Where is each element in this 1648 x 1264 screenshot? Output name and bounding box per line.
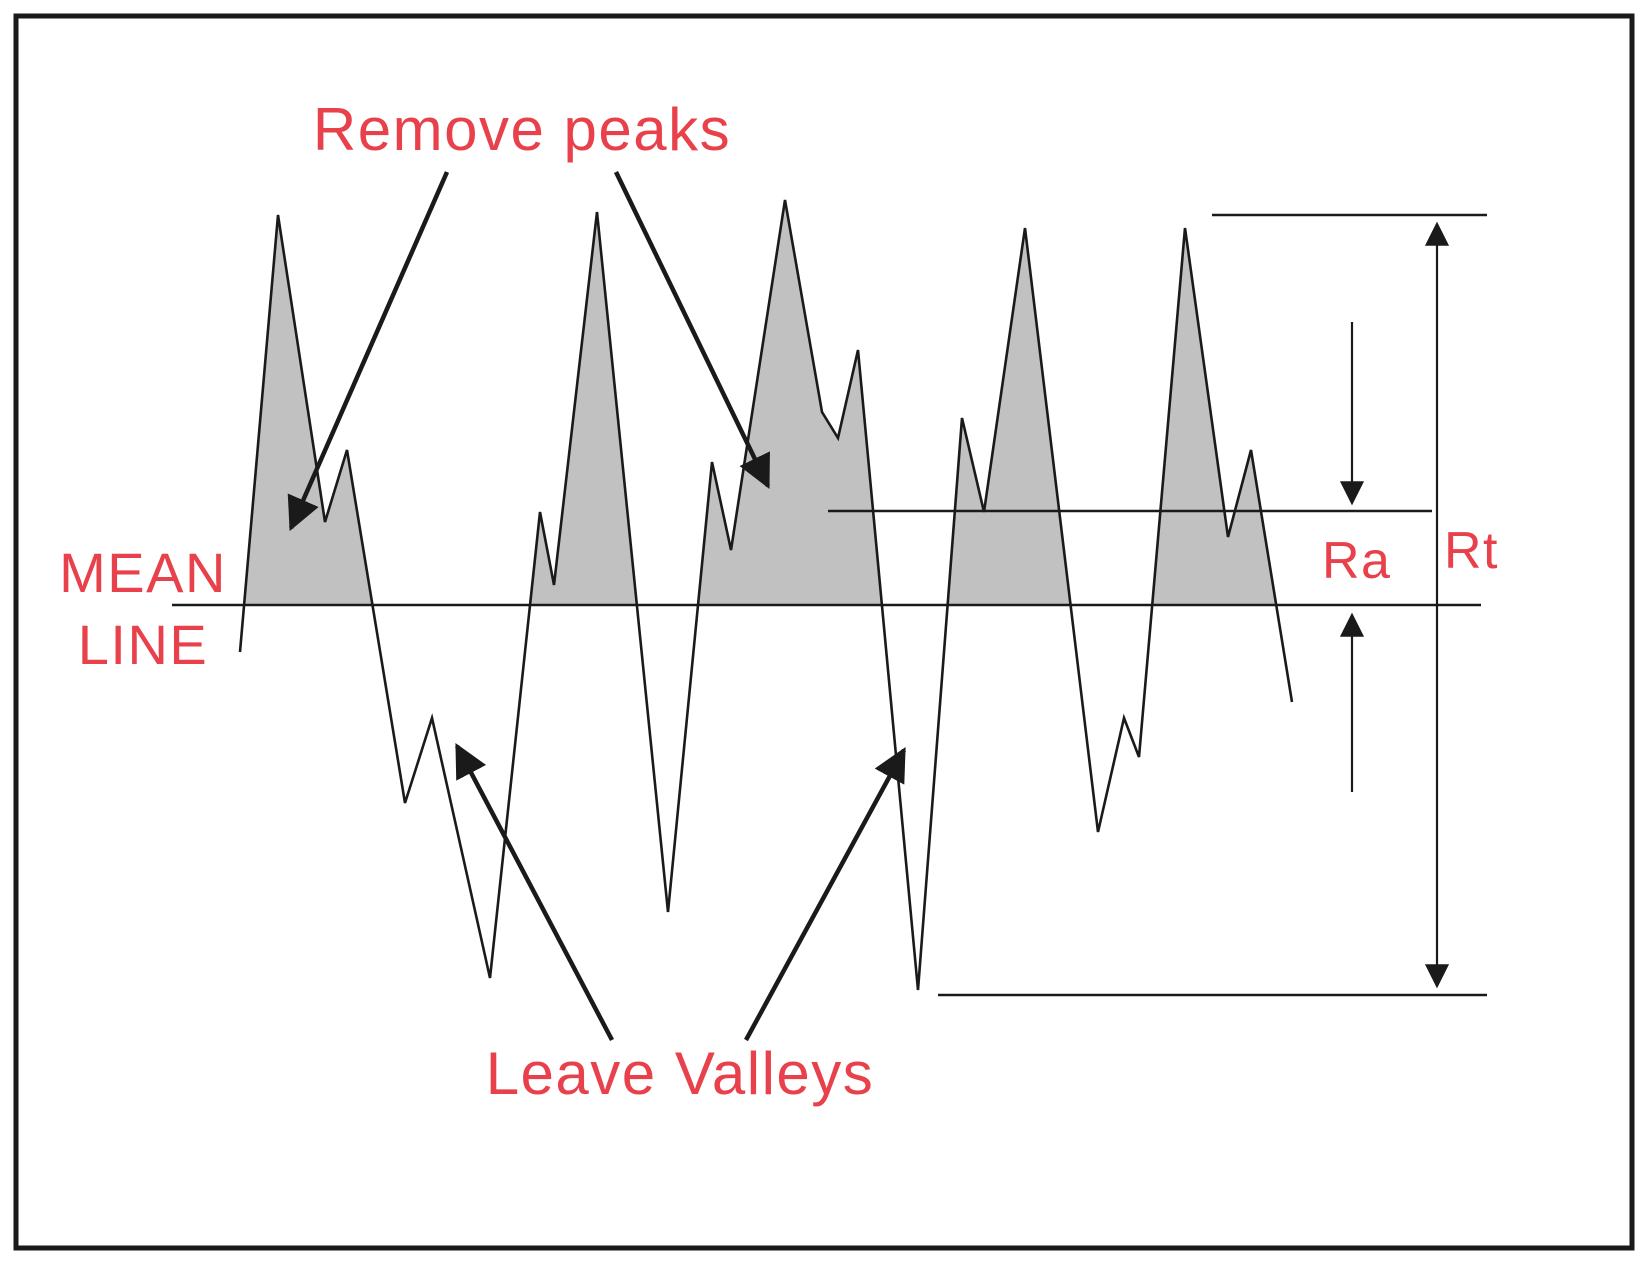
ra-label: Ra — [1322, 532, 1391, 590]
remove-peaks-label: Remove peaks — [313, 96, 731, 163]
mean-line-label-word2: LINE — [78, 613, 209, 676]
mean-line-label-word1: MEAN — [59, 541, 227, 604]
remove-peaks-arrow-right — [613, 171, 771, 490]
leave-valleys-label: Leave Valleys — [486, 1040, 875, 1107]
leave-valleys-arrow-left — [455, 743, 614, 1042]
surface-profile-trace — [238, 199, 1294, 991]
rt-label: Rt — [1444, 522, 1499, 580]
outer-border — [13, 13, 1635, 1251]
remove-peaks-arrow-left — [287, 171, 450, 532]
shaded-peaks-above-mean — [240, 200, 1292, 605]
leave-valleys-arrow-right — [744, 747, 906, 1042]
